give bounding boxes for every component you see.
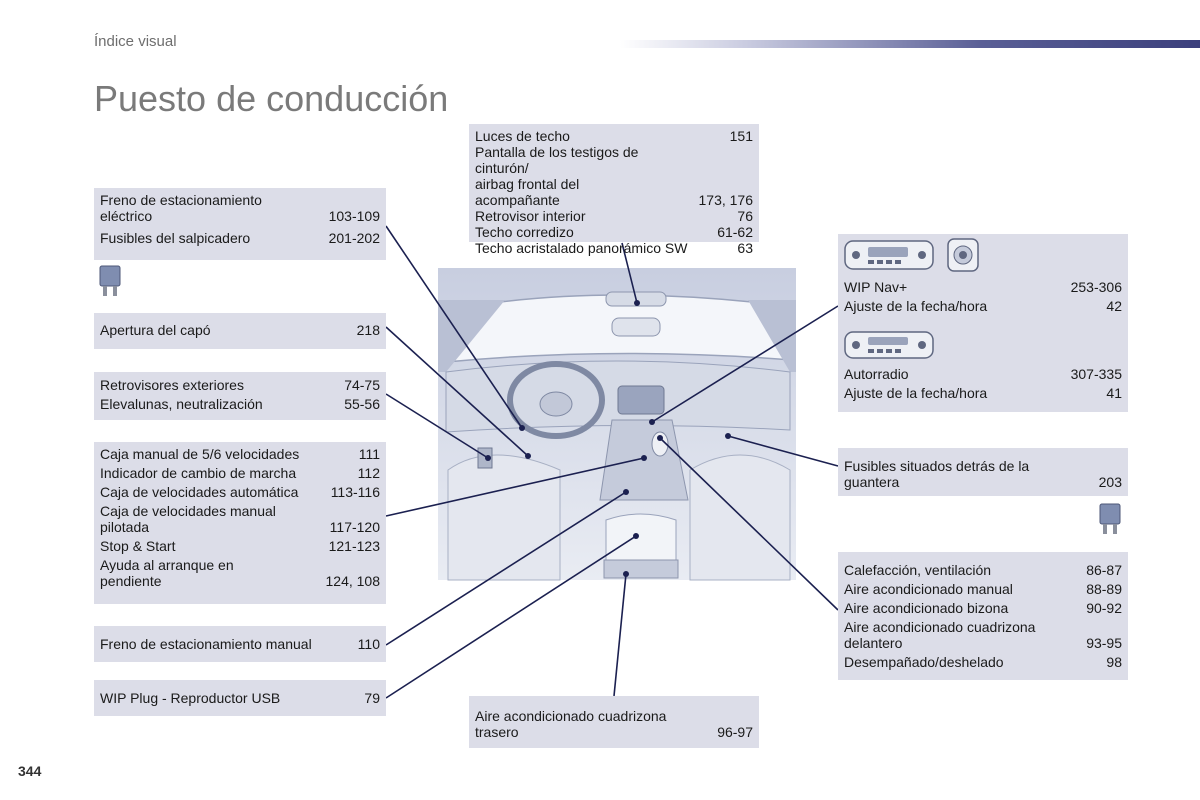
nav-controller-icon (947, 238, 979, 272)
leader-line-right-2 (727, 435, 839, 467)
dashboard-drawing (445, 360, 791, 433)
nav-unit-icon (844, 240, 934, 270)
leader-line-right-1 (651, 305, 839, 423)
list-item: WIP Nav+253-306 (844, 279, 1122, 295)
list-item: Pantalla de los testigos de cinturón/ ai… (475, 144, 753, 208)
cockpit-picture (438, 268, 796, 580)
center-screen-drawing (617, 385, 665, 415)
section-label: Índice visual (94, 33, 177, 50)
page-number: 344 (18, 763, 42, 779)
fuse-icon (1099, 503, 1121, 534)
fuse-icon (99, 265, 121, 296)
leader-line-left-3 (385, 393, 489, 459)
leader-line-left-1 (385, 225, 523, 429)
leader-endpoints (485, 300, 731, 577)
leader-line-left-5 (385, 491, 627, 646)
page-title: Puesto de conducción (94, 78, 449, 119)
leader-line-left-4 (385, 457, 645, 517)
radio-unit-icon (844, 331, 934, 359)
leader-line-left-6 (385, 535, 637, 699)
leader-line-bottom (613, 573, 627, 697)
leader-line-right-3 (659, 437, 839, 611)
center-console-drawing (599, 419, 689, 501)
steering-wheel-drawing (507, 361, 605, 439)
windshield-drawing (444, 294, 794, 363)
header-gradient-bar (620, 40, 1200, 48)
rearview-mirror-drawing (611, 317, 661, 337)
leader-lines (385, 225, 839, 699)
leader-line-left-2 (385, 326, 529, 457)
